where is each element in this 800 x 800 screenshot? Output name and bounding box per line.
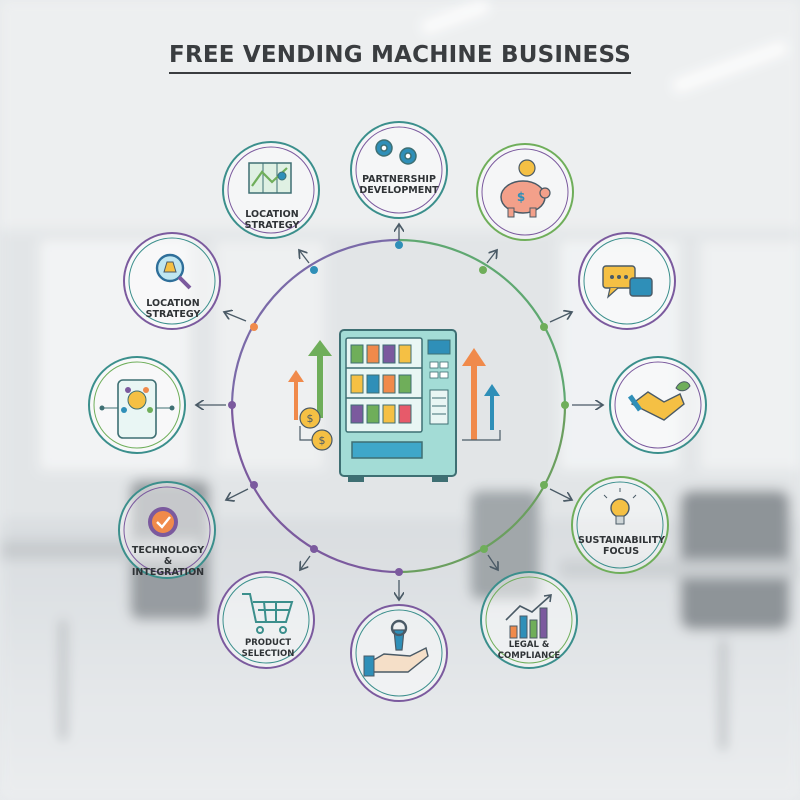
- gears-icon: [375, 139, 417, 165]
- node-maintenance: [350, 604, 448, 702]
- svg-text:$: $: [517, 190, 525, 204]
- diagram-title: FREE VENDING MACHINE BUSINESS: [169, 42, 631, 74]
- spoke-arrows: [196, 224, 603, 600]
- node-financial: $: [476, 143, 574, 241]
- node-communication: [578, 232, 676, 330]
- node-sustainability-focus: [571, 476, 669, 574]
- map-icon: [248, 162, 292, 194]
- wrench-hand-icon: [363, 619, 429, 677]
- chat-bubbles-icon: [602, 265, 653, 299]
- node-mobile-tech: [88, 356, 186, 454]
- ring-dots: [228, 241, 569, 576]
- node-technology-integration: [118, 481, 216, 579]
- title-container: FREE VENDING MACHINE BUSINESS: [0, 42, 800, 74]
- label-location-strategy-search: LOCATION STRATEGY: [145, 298, 201, 320]
- lightbulb-icon: [603, 488, 637, 525]
- label-legal-compliance: LEGAL & COMPLIANCE: [497, 640, 561, 661]
- checklist-gear-icon: [148, 507, 178, 537]
- label-sustainability-focus: SUSTAINABILITY FOCUS: [578, 535, 666, 557]
- mobile-network-icon: [99, 379, 175, 439]
- shopping-cart-icon: [242, 593, 294, 634]
- node-partnership-development: [350, 121, 448, 219]
- svg-text:$: $: [319, 434, 326, 447]
- handshake-icon: [627, 381, 691, 421]
- label-location-strategy-map: LOCATION STRATEGY: [244, 209, 300, 231]
- node-legal-compliance: [480, 571, 578, 669]
- svg-text:$: $: [307, 412, 314, 425]
- node-partnerships-handshake: [609, 356, 707, 454]
- vending-machine-icon: $ $: [288, 329, 501, 482]
- node-location-strategy-map: [222, 141, 320, 239]
- node-product-selection: [217, 571, 315, 669]
- label-partnership-development: PARTNERSHIP DEVELOPMENT: [359, 174, 439, 196]
- node-location-strategy-search: [123, 232, 221, 330]
- central-ring: [230, 238, 567, 574]
- label-technology-integration: TECHNOLOGY & INTEGRATION: [131, 545, 205, 578]
- label-product-selection: PRODUCT SELECTION: [241, 638, 295, 659]
- magnifier-icon: [155, 253, 192, 290]
- piggy-bank-icon: $: [500, 159, 551, 218]
- growth-chart-icon: [505, 594, 552, 639]
